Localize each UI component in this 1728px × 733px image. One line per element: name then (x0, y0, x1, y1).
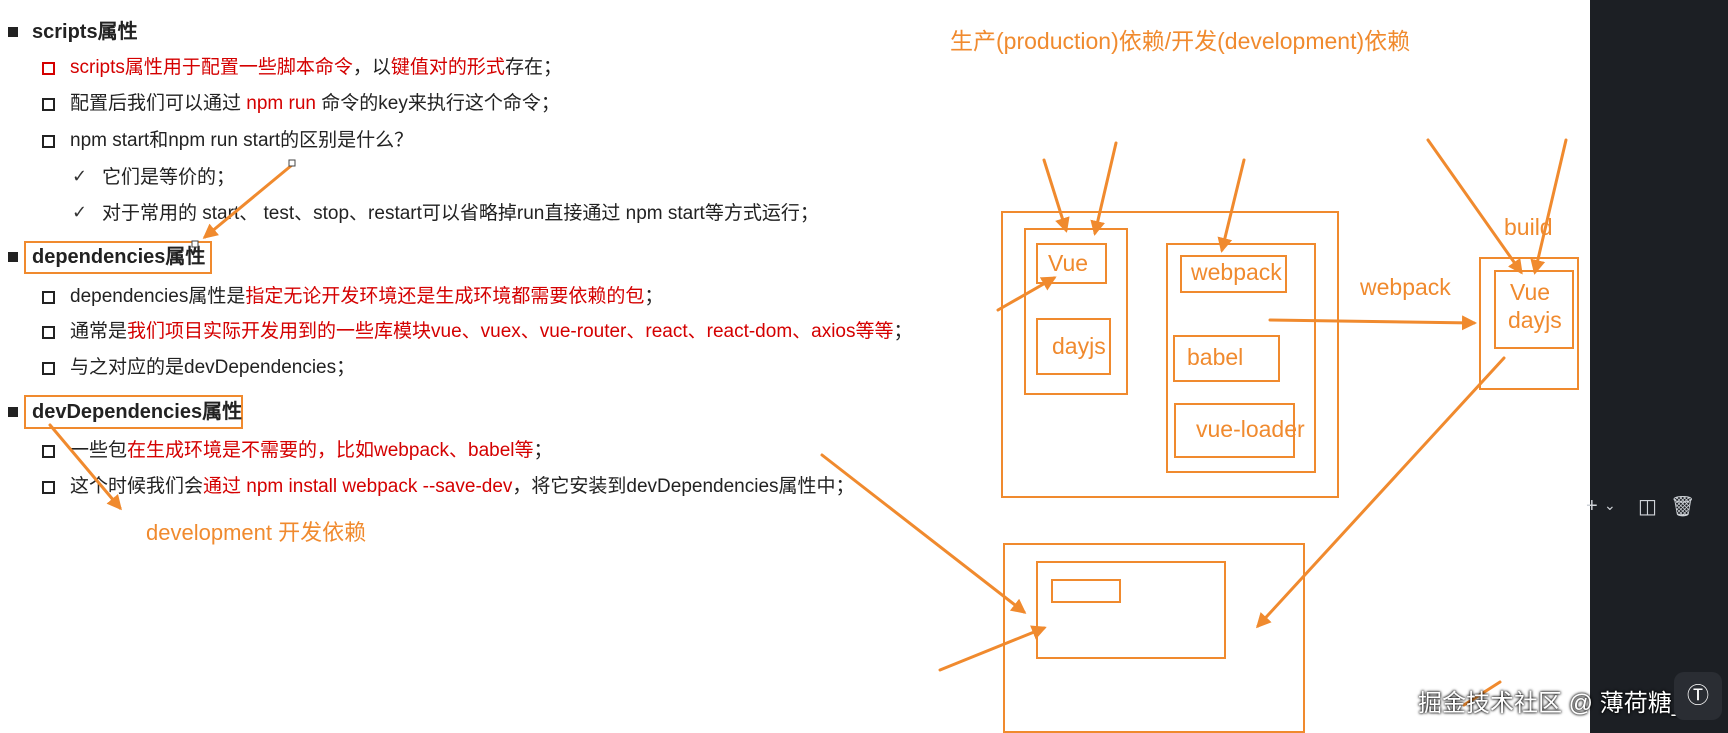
check-icon: ✓ (72, 202, 88, 222)
section-bullet (8, 407, 18, 417)
section-bullet (8, 27, 18, 37)
lower-inner-box (1036, 561, 1226, 659)
arrow-to-lower-box (820, 453, 1027, 614)
bullet-text: 配置后我们可以通过 npm run 命令的key来执行这个命令； (70, 93, 560, 114)
babel-label: babel (1187, 344, 1244, 370)
annotation-arrows (48, 138, 1568, 707)
editor-side-panel: + ⌄ ◫ 🗑 (1586, 0, 1728, 733)
bullet-text: npm start和npm run start的区别是什么？ (70, 130, 414, 151)
arrow-fragment (1462, 680, 1502, 707)
vue-loader-box (1174, 403, 1295, 458)
webpack-box (1180, 255, 1287, 293)
plus-icon[interactable]: + (1586, 495, 1598, 517)
check-icon: ✓ (72, 166, 88, 186)
lower-outer-box (1003, 543, 1305, 733)
vue-loader-label: vue-loader (1196, 416, 1305, 442)
production-deps-box (1024, 228, 1128, 395)
watermark-text: 掘金技术社区 @ 薄荷糖_ (1418, 690, 1686, 717)
bullet-text: 通常是我们项目实际开发用到的一些库模块vue、vuex、vue-router、r… (70, 321, 913, 342)
bullet-text: 一些包在生成环境是不需要的，比如webpack、babel等； (70, 440, 553, 461)
bullet-text: scripts属性用于配置一些脚本命令，以键值对的形式存在； (70, 57, 562, 78)
heading-highlight-box (24, 241, 212, 274)
item-bullet (42, 445, 55, 458)
arrow-to-vue (996, 276, 1057, 312)
dayjs-label: dayjs (1052, 333, 1106, 359)
production-outer-box (1001, 211, 1339, 498)
arrow-into-deps-1 (1042, 158, 1070, 233)
slide: scripts属性 scripts属性用于配置一些脚本命令，以键值对的形式存在；… (8, 21, 1579, 733)
item-bullet (42, 481, 55, 494)
arrow-to-lower-inner (938, 625, 1047, 672)
babel-box (1173, 335, 1280, 382)
bullet-text: 与之对应的是devDependencies； (70, 357, 356, 378)
vue-box (1036, 243, 1107, 284)
item-bullet (42, 135, 55, 148)
dayjs-box (1036, 318, 1111, 375)
chevron-down-icon[interactable]: ⌄ (1604, 497, 1616, 513)
arrow-output-down (1255, 356, 1506, 629)
output-dayjs-label: dayjs (1508, 307, 1562, 333)
item-bullet (42, 291, 55, 304)
sub-bullet-text: 它们是等价的； (102, 167, 236, 188)
output-box (1479, 257, 1579, 390)
lower-small-box (1051, 579, 1121, 603)
arrow-into-deps-2 (1090, 141, 1118, 236)
section-heading: devDependencies属性 (32, 401, 243, 423)
translate-button[interactable]: Ⓣ (1674, 672, 1722, 720)
arrow-to-output-2 (1530, 138, 1568, 275)
split-icon[interactable]: ◫ (1638, 496, 1657, 518)
section-bullet (8, 252, 18, 262)
selection-handle (288, 159, 296, 167)
section-heading: dependencies属性 (32, 246, 206, 268)
arrow-to-development (48, 423, 122, 511)
item-bullet (42, 326, 55, 339)
item-bullet (42, 62, 55, 75)
heading-highlight-box (24, 395, 243, 429)
bullet-text: 这个时候我们会通过 npm install webpack --save-dev… (70, 476, 855, 497)
item-bullet (42, 362, 55, 375)
section-heading: scripts属性 (32, 21, 138, 43)
arrow-to-dependencies (202, 163, 294, 239)
arrow-webpack-build (1268, 315, 1477, 331)
vue-label: Vue (1048, 250, 1089, 276)
webpack-label: webpack (1191, 259, 1282, 285)
dev-deps-box (1166, 243, 1316, 473)
annotation-development: development 开发依赖 (146, 520, 367, 545)
output-vue-label: Vue (1510, 279, 1551, 305)
bullet-text: dependencies属性是指定无论开发环境还是生成环境都需要依赖的包； (70, 286, 664, 307)
selection-handle (191, 240, 199, 248)
annotation-title: 生产(production)依赖/开发(development)依赖 (950, 28, 1411, 54)
sub-bullet-text: 对于常用的 start、 test、stop、restart可以省略掉run直接… (102, 203, 819, 224)
item-bullet (42, 98, 55, 111)
arrow-to-webpack (1217, 158, 1246, 253)
webpack-arrow-label: webpack (1360, 274, 1451, 300)
arrow-to-output-1 (1426, 138, 1523, 275)
trash-icon[interactable]: 🗑 (1670, 496, 1696, 518)
